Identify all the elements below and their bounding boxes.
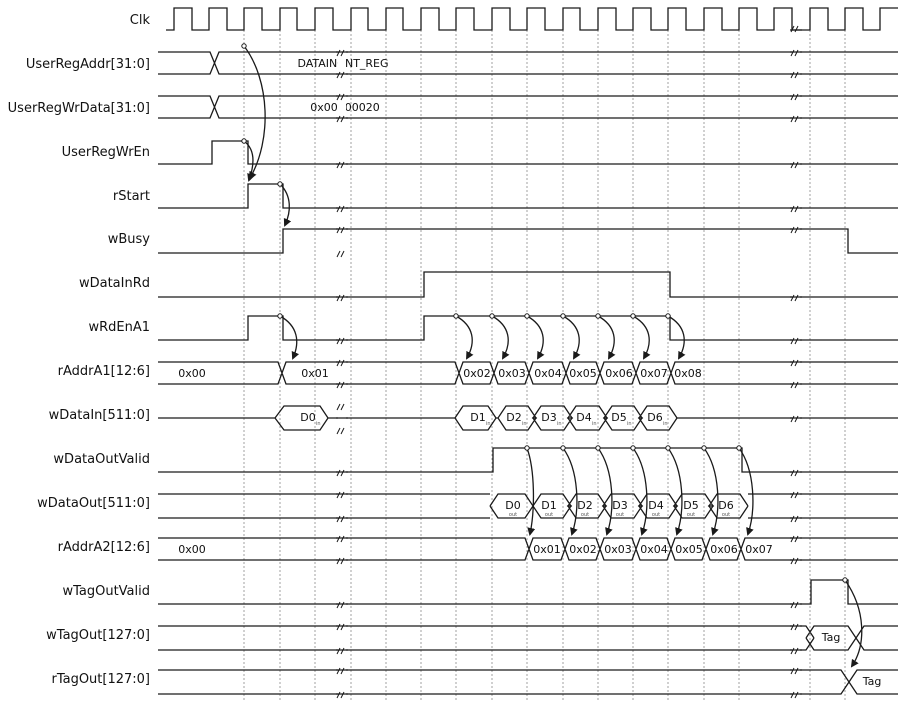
raddra2-value: 0x03 xyxy=(604,543,632,556)
wdataout-subscript: out xyxy=(545,512,553,518)
signal-label-wdataout: wDataOut[511:0] xyxy=(37,496,150,511)
signal-label-userregaddr: UserRegAddr[31:0] xyxy=(26,57,150,72)
raddra2-value: 0x04 xyxy=(640,543,668,556)
clock-guides xyxy=(243,30,846,700)
wdatain-value: D4 xyxy=(576,411,591,424)
raddra2-values: 0x00 0x01 0x02 0x03 0x04 0x05 0x06 0x07 xyxy=(178,543,773,556)
wdatain-subscript: in xyxy=(663,421,668,427)
signal-label-wrdena1: wRdEnA1 xyxy=(88,320,150,335)
wdataout-subscript: out xyxy=(652,512,660,518)
signal-label-userregwren: UserRegWrEn xyxy=(62,145,150,160)
wdatain-bus xyxy=(158,405,898,431)
wtagoutvalid-waveform xyxy=(158,579,898,605)
raddra1-value: 0x04 xyxy=(534,367,562,380)
wdatain-subscript: in xyxy=(627,421,632,427)
signal-label-wdataoutvalid: wDataOutValid xyxy=(53,452,150,467)
raddra1-values: 0x00 0x01 0x02 0x03 0x04 0x05 0x06 0x07 … xyxy=(178,367,702,380)
raddra2-value: 0x01 xyxy=(533,543,561,556)
raddra1-value: 0x03 xyxy=(498,367,526,380)
wdataout-values: D0 D1 D2 D3 D4 D5 D6 out out out out out… xyxy=(505,499,733,518)
raddra2-value: 0x02 xyxy=(569,543,597,556)
signal-label-raddra1: rAddrA1[12:6] xyxy=(58,364,150,379)
raddra1-value: 0x02 xyxy=(463,367,491,380)
signal-label-rstart: rStart xyxy=(113,189,150,204)
wdatain-value: D3 xyxy=(541,411,556,424)
signal-label-wdatainrd: wDataInRd xyxy=(79,276,150,291)
wrdena1-waveform xyxy=(158,315,898,341)
wdatain-subscript: in xyxy=(486,421,491,427)
wdatain-value: D0 xyxy=(300,411,315,424)
userregwrdata-bus xyxy=(158,95,898,119)
time-break-markers xyxy=(336,25,802,700)
raddra2-value: 0x05 xyxy=(675,543,703,556)
wdataout-value: D1 xyxy=(541,499,556,512)
rstart-waveform xyxy=(158,183,898,209)
wdatain-value: D2 xyxy=(506,411,521,424)
signal-labels: Clk UserRegAddr[31:0] UserRegWrData[31:0… xyxy=(8,13,151,687)
wdatain-value: D5 xyxy=(611,411,626,424)
wdataout-value: D4 xyxy=(648,499,663,512)
signal-label-rtagout: rTagOut[127:0] xyxy=(51,672,150,687)
raddra1-value: 0x08 xyxy=(674,367,702,380)
signal-label-clk: Clk xyxy=(130,13,151,28)
wdataout-subscript: out xyxy=(616,512,624,518)
wdatain-values: D0 D1 D2 D3 D4 D5 D6 in in in in in in i… xyxy=(300,411,667,427)
rtagout-bus xyxy=(158,669,898,695)
wdataout-value: D0 xyxy=(505,499,520,512)
signal-label-wtagout: wTagOut[127:0] xyxy=(46,628,150,643)
raddra1-bus xyxy=(158,361,898,385)
wdataout-subscript: out xyxy=(581,512,589,518)
wdataout-value: D2 xyxy=(577,499,592,512)
raddra1-value: 0x01 xyxy=(301,367,329,380)
raddra1-value: 0x07 xyxy=(640,367,668,380)
wdataout-bus xyxy=(158,493,898,519)
wdatain-subscript: in xyxy=(592,421,597,427)
causality-arrows xyxy=(243,45,863,668)
userregwren-waveform xyxy=(158,140,898,165)
wdataoutvalid-waveform xyxy=(158,447,898,473)
raddra1-value: 0x00 xyxy=(178,367,206,380)
wbusy-waveform xyxy=(158,228,898,254)
userregaddr-bus xyxy=(158,51,898,75)
signal-label-wdatain: wDataIn[511:0] xyxy=(49,408,150,423)
raddra2-bus xyxy=(158,537,898,561)
wdataout-subscript: out xyxy=(722,512,730,518)
clk-waveform xyxy=(166,7,898,31)
wdataout-subscript: out xyxy=(687,512,695,518)
wdataout-value: D5 xyxy=(683,499,698,512)
raddra2-value: 0x06 xyxy=(710,543,738,556)
wdatain-subscript: in xyxy=(557,421,562,427)
signal-label-wbusy: wBusy xyxy=(108,232,151,247)
wdatain-subscript: in xyxy=(522,421,527,427)
wdataout-value: D3 xyxy=(612,499,627,512)
wtagout-value: Tag xyxy=(821,631,841,644)
raddra1-value: 0x05 xyxy=(569,367,597,380)
wdataout-value: D6 xyxy=(718,499,733,512)
raddra1-value: 0x06 xyxy=(605,367,633,380)
signal-label-raddra2: rAddrA2[12:6] xyxy=(58,540,150,555)
raddra2-value: 0x07 xyxy=(745,543,773,556)
wdatain-subscript: in xyxy=(316,421,321,427)
signal-label-userregwrdata: UserRegWrData[31:0] xyxy=(8,101,150,116)
wdatain-value: D1 xyxy=(470,411,485,424)
signal-label-wtagoutvalid: wTagOutValid xyxy=(62,584,150,599)
wtagout-bus xyxy=(158,625,898,651)
raddra2-value: 0x00 xyxy=(178,543,206,556)
wdatain-value: D6 xyxy=(647,411,662,424)
wdataout-subscript: out xyxy=(509,512,517,518)
edge-markers xyxy=(241,43,848,583)
wdatainrd-waveform xyxy=(158,271,898,298)
rtagout-value: Tag xyxy=(862,675,882,688)
